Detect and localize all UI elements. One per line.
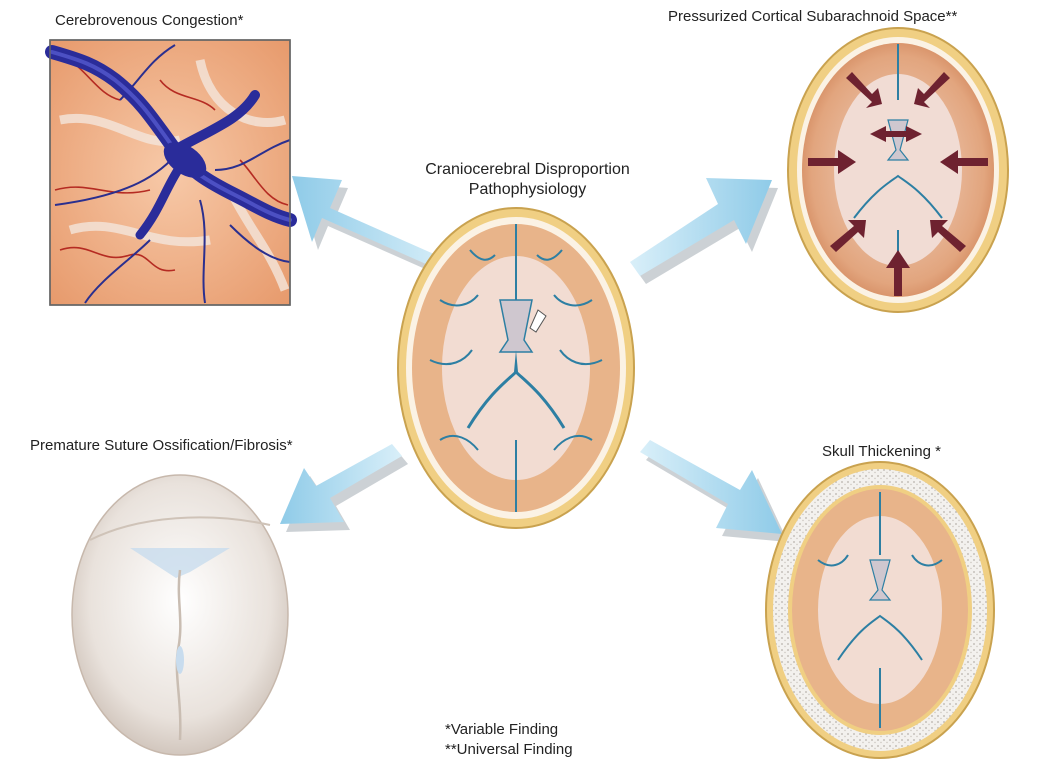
pressurized-brain-illustration xyxy=(787,27,1009,313)
title-line-1: Craniocerebral Disproportion xyxy=(425,161,630,178)
arrow-to-thickening xyxy=(640,440,788,542)
legend: *Variable Finding **Universal Finding xyxy=(445,720,573,760)
arrow-to-suture xyxy=(280,444,408,532)
arrow-to-congestion xyxy=(292,176,458,280)
skull-top-illustration xyxy=(71,474,289,756)
title-line-2: Pathophysiology xyxy=(468,181,587,198)
diagram-title: Craniocerebral Disproportion Pathophysio… xyxy=(400,160,655,200)
legend-universal: **Universal Finding xyxy=(445,741,573,758)
thickening-label: Skull Thickening * xyxy=(822,443,941,460)
central-brain-illustration xyxy=(397,207,635,529)
congestion-illustration xyxy=(45,39,297,306)
pressure-arrows xyxy=(808,72,988,296)
thick-skull-brain-illustration xyxy=(765,461,995,759)
legend-variable: *Variable Finding xyxy=(445,721,559,738)
congestion-label: Cerebrovenous Congestion* xyxy=(55,12,244,29)
arrow-to-pressurized xyxy=(630,178,778,284)
pressurized-label: Pressurized Cortical Subarachnoid Space*… xyxy=(668,8,958,25)
suture-label: Premature Suture Ossification/Fibrosis* xyxy=(30,437,293,454)
